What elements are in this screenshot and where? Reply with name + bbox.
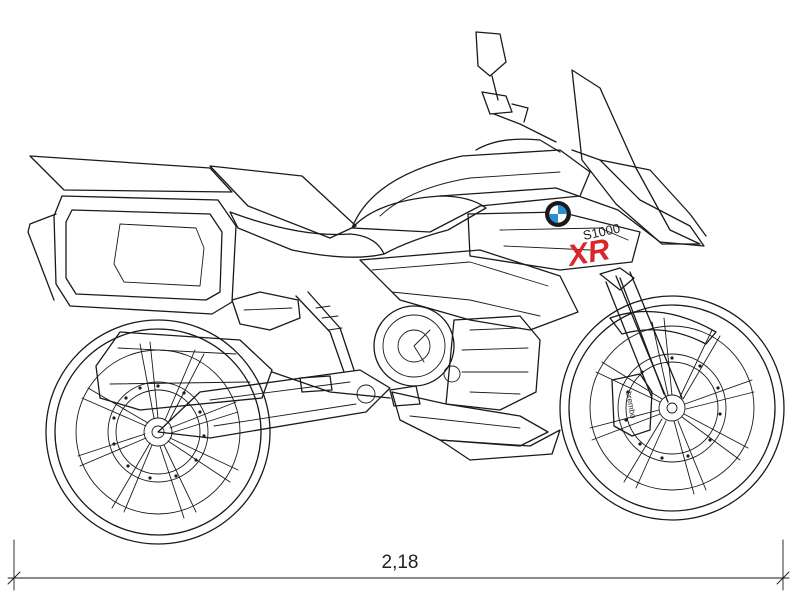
seat <box>229 211 385 258</box>
seat-and-tail <box>209 165 487 258</box>
rear-disc-holes <box>112 384 206 480</box>
front-wheel: brembo <box>559 295 785 521</box>
windscreen <box>571 69 701 245</box>
pannier-case <box>27 155 237 315</box>
swingarm <box>157 369 391 439</box>
rear-shock <box>231 291 355 373</box>
handlebar <box>475 113 561 153</box>
mirror <box>475 31 529 123</box>
front-fender <box>609 310 717 345</box>
dimension-value: 2,18 <box>381 552 419 573</box>
frame <box>359 249 635 331</box>
bmw-logo <box>545 201 571 227</box>
footpegs <box>299 375 421 407</box>
front-disc-holes <box>624 356 722 460</box>
exhaust <box>95 331 391 411</box>
front-fork <box>605 271 717 403</box>
dimension-line <box>7 539 790 591</box>
engine <box>373 305 549 447</box>
belly-pan <box>439 429 561 461</box>
front-fairing <box>439 69 707 271</box>
model-suffix: XR <box>564 233 613 273</box>
front-brake-caliper <box>611 373 653 437</box>
fuel-tank <box>351 149 591 233</box>
rear-wheel <box>45 319 271 545</box>
